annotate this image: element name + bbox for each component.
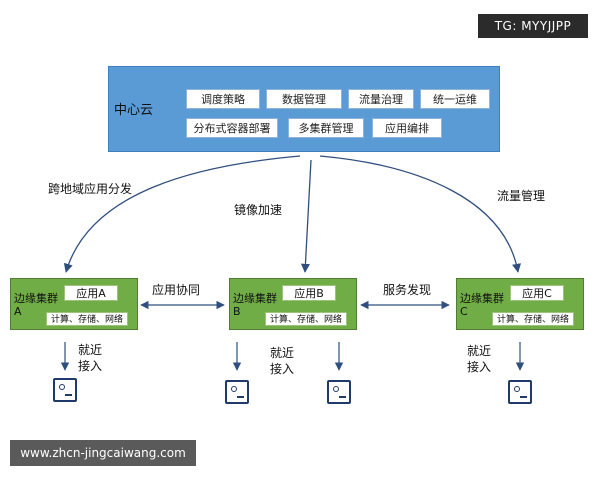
edge-c-resources: 计算、存储、网络 xyxy=(492,312,574,326)
service-data-management: 数据管理 xyxy=(266,89,342,109)
edge-b-name: 边缘集群 xyxy=(233,292,277,305)
device-icon-a xyxy=(53,378,77,402)
edge-c-app: 应用C xyxy=(510,285,564,301)
edge-b-resources: 计算、存储、网络 xyxy=(265,312,347,326)
watermark-top: TG: MYYJJPP xyxy=(478,14,588,38)
link-label-service-discovery: 服务发现 xyxy=(383,283,432,297)
device-icon-c xyxy=(508,380,532,404)
flow-label-image-acceleration: 镜像加速 xyxy=(234,203,283,217)
edge-c-name: 边缘集群 xyxy=(460,292,504,305)
edge-a-resources: 计算、存储、网络 xyxy=(46,312,128,326)
access-label-a: 就近接入 xyxy=(78,343,103,373)
edge-c-id: C xyxy=(460,305,468,318)
access-label-c: 就近接入 xyxy=(467,344,492,374)
flow-label-distribution: 跨地域应用分发 xyxy=(48,182,133,196)
center-cloud-title: 中心云 xyxy=(114,103,154,118)
service-orchestration: 应用编排 xyxy=(372,118,442,138)
edge-b-id: B xyxy=(233,305,241,318)
service-multi-cluster: 多集群管理 xyxy=(288,118,364,138)
watermark-bottom: www.zhcn-jingcaiwang.com xyxy=(10,440,196,466)
edge-a-app: 应用A xyxy=(64,285,118,301)
edge-a-id: A xyxy=(14,305,22,318)
service-scheduling: 调度策略 xyxy=(186,89,260,109)
service-unified-ops: 统一运维 xyxy=(420,89,490,109)
service-traffic-governance: 流量治理 xyxy=(348,89,414,109)
device-icon-b1 xyxy=(225,380,249,404)
edge-a-name: 边缘集群 xyxy=(14,292,58,305)
access-label-b: 就近接入 xyxy=(270,346,295,376)
link-label-app-collaboration: 应用协同 xyxy=(152,283,201,297)
arrow-center-to-b xyxy=(300,159,312,273)
arrow-center-to-a xyxy=(63,155,301,273)
arrow-center-to-c xyxy=(319,155,522,273)
service-distributed-deploy: 分布式容器部署 xyxy=(186,118,278,138)
device-icon-b2 xyxy=(327,380,351,404)
edge-b-app: 应用B xyxy=(282,285,336,301)
flow-label-traffic: 流量管理 xyxy=(497,189,546,203)
